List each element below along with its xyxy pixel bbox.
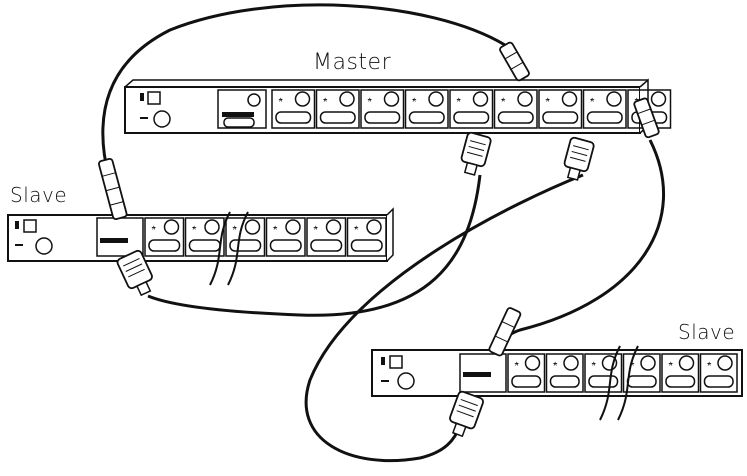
- cable-master-to-right-slave: [304, 173, 584, 463]
- port-number-glyph: ⭒: [668, 359, 674, 370]
- master-port: ⭒: [404, 89, 449, 129]
- port-number-glyph: ⭒: [151, 223, 157, 234]
- port-number-glyph: ⭒: [354, 223, 360, 234]
- port-number-glyph: ⭒: [630, 359, 636, 370]
- master-port: ⭒: [360, 89, 405, 129]
- port-number-glyph: ⭒: [232, 223, 238, 234]
- port-number-glyph: ⭒: [590, 95, 596, 106]
- connector-slave-right-vga: [449, 390, 484, 438]
- slave-unit-right: ⭒ ⭒ ⭒ ⭒ ⭒ ⭒: [371, 345, 743, 421]
- connector-slave-left-ps2: [98, 157, 128, 220]
- port-number-glyph: ⭒: [707, 359, 713, 370]
- master-port: ⭒: [493, 89, 538, 129]
- master-port: ⭒: [582, 89, 627, 129]
- port-number-glyph: ⭒: [545, 95, 551, 106]
- port-number-glyph: ⭒: [501, 95, 507, 106]
- slave-right-port: ⭒: [545, 353, 584, 393]
- slave-left-label: Slave: [10, 183, 68, 207]
- port-number-glyph: ⭒: [273, 223, 279, 234]
- master-unit: ⭒⭒⭒⭒⭒⭒⭒⭒⭒: [124, 78, 672, 134]
- port-number-glyph: ⭒: [323, 95, 329, 106]
- master-port: ⭒: [538, 89, 583, 129]
- master-port-bank: ⭒⭒⭒⭒⭒⭒⭒⭒⭒: [271, 89, 672, 129]
- slave-right-break-mark: [599, 345, 639, 421]
- slave-left-break-mark: [209, 211, 249, 286]
- master-port: ⭒: [271, 89, 316, 129]
- slave-right-port: ⭒: [699, 353, 738, 393]
- connector-slave-right-ps2: [488, 307, 522, 357]
- slave-right-console-port: [459, 353, 507, 393]
- slave-left-port: ⭒: [265, 217, 306, 257]
- slave-left-port: ⭒: [306, 217, 347, 257]
- slave-right-port: ⭒: [584, 353, 623, 393]
- port-number-glyph: ⭒: [192, 223, 198, 234]
- master-console-port: [217, 89, 267, 129]
- slave-left-port: ⭒: [346, 217, 387, 257]
- slave-left-control-panel: [15, 219, 53, 255]
- port-number-glyph: ⭒: [553, 359, 559, 370]
- port-number-glyph: ⭒: [367, 95, 373, 106]
- master-port: ⭒: [449, 89, 494, 129]
- connector-slave-left-vga: [116, 249, 153, 297]
- connector-master-vga-left: [460, 131, 492, 176]
- port-number-glyph: ⭒: [412, 95, 418, 106]
- port-number-glyph: ⭒: [514, 359, 520, 370]
- connector-master-vga-right: [563, 136, 595, 181]
- connector-master-ps2-top: [499, 41, 530, 82]
- port-number-glyph: ⭒: [591, 359, 597, 370]
- slave-right-port: ⭒: [507, 353, 546, 393]
- master-label: Master: [313, 50, 392, 75]
- cable-loop-left: [147, 174, 482, 317]
- slave-right-control-panel: [381, 355, 415, 390]
- slave-right-port: ⭒: [661, 353, 700, 393]
- master-control-panel: [140, 91, 171, 128]
- slave-left-port: ⭒: [144, 217, 185, 257]
- connector-master-ps2-right: [633, 97, 660, 139]
- master-port: ⭒: [315, 89, 360, 129]
- slave-unit-left: ⭒ ⭒ ⭒ ⭒ ⭒ ⭒: [7, 207, 394, 286]
- slave-right-label: Slave: [678, 320, 736, 344]
- port-number-glyph: ⭒: [456, 95, 462, 106]
- port-number-glyph: ⭒: [278, 95, 284, 106]
- port-number-glyph: ⭒: [313, 223, 319, 234]
